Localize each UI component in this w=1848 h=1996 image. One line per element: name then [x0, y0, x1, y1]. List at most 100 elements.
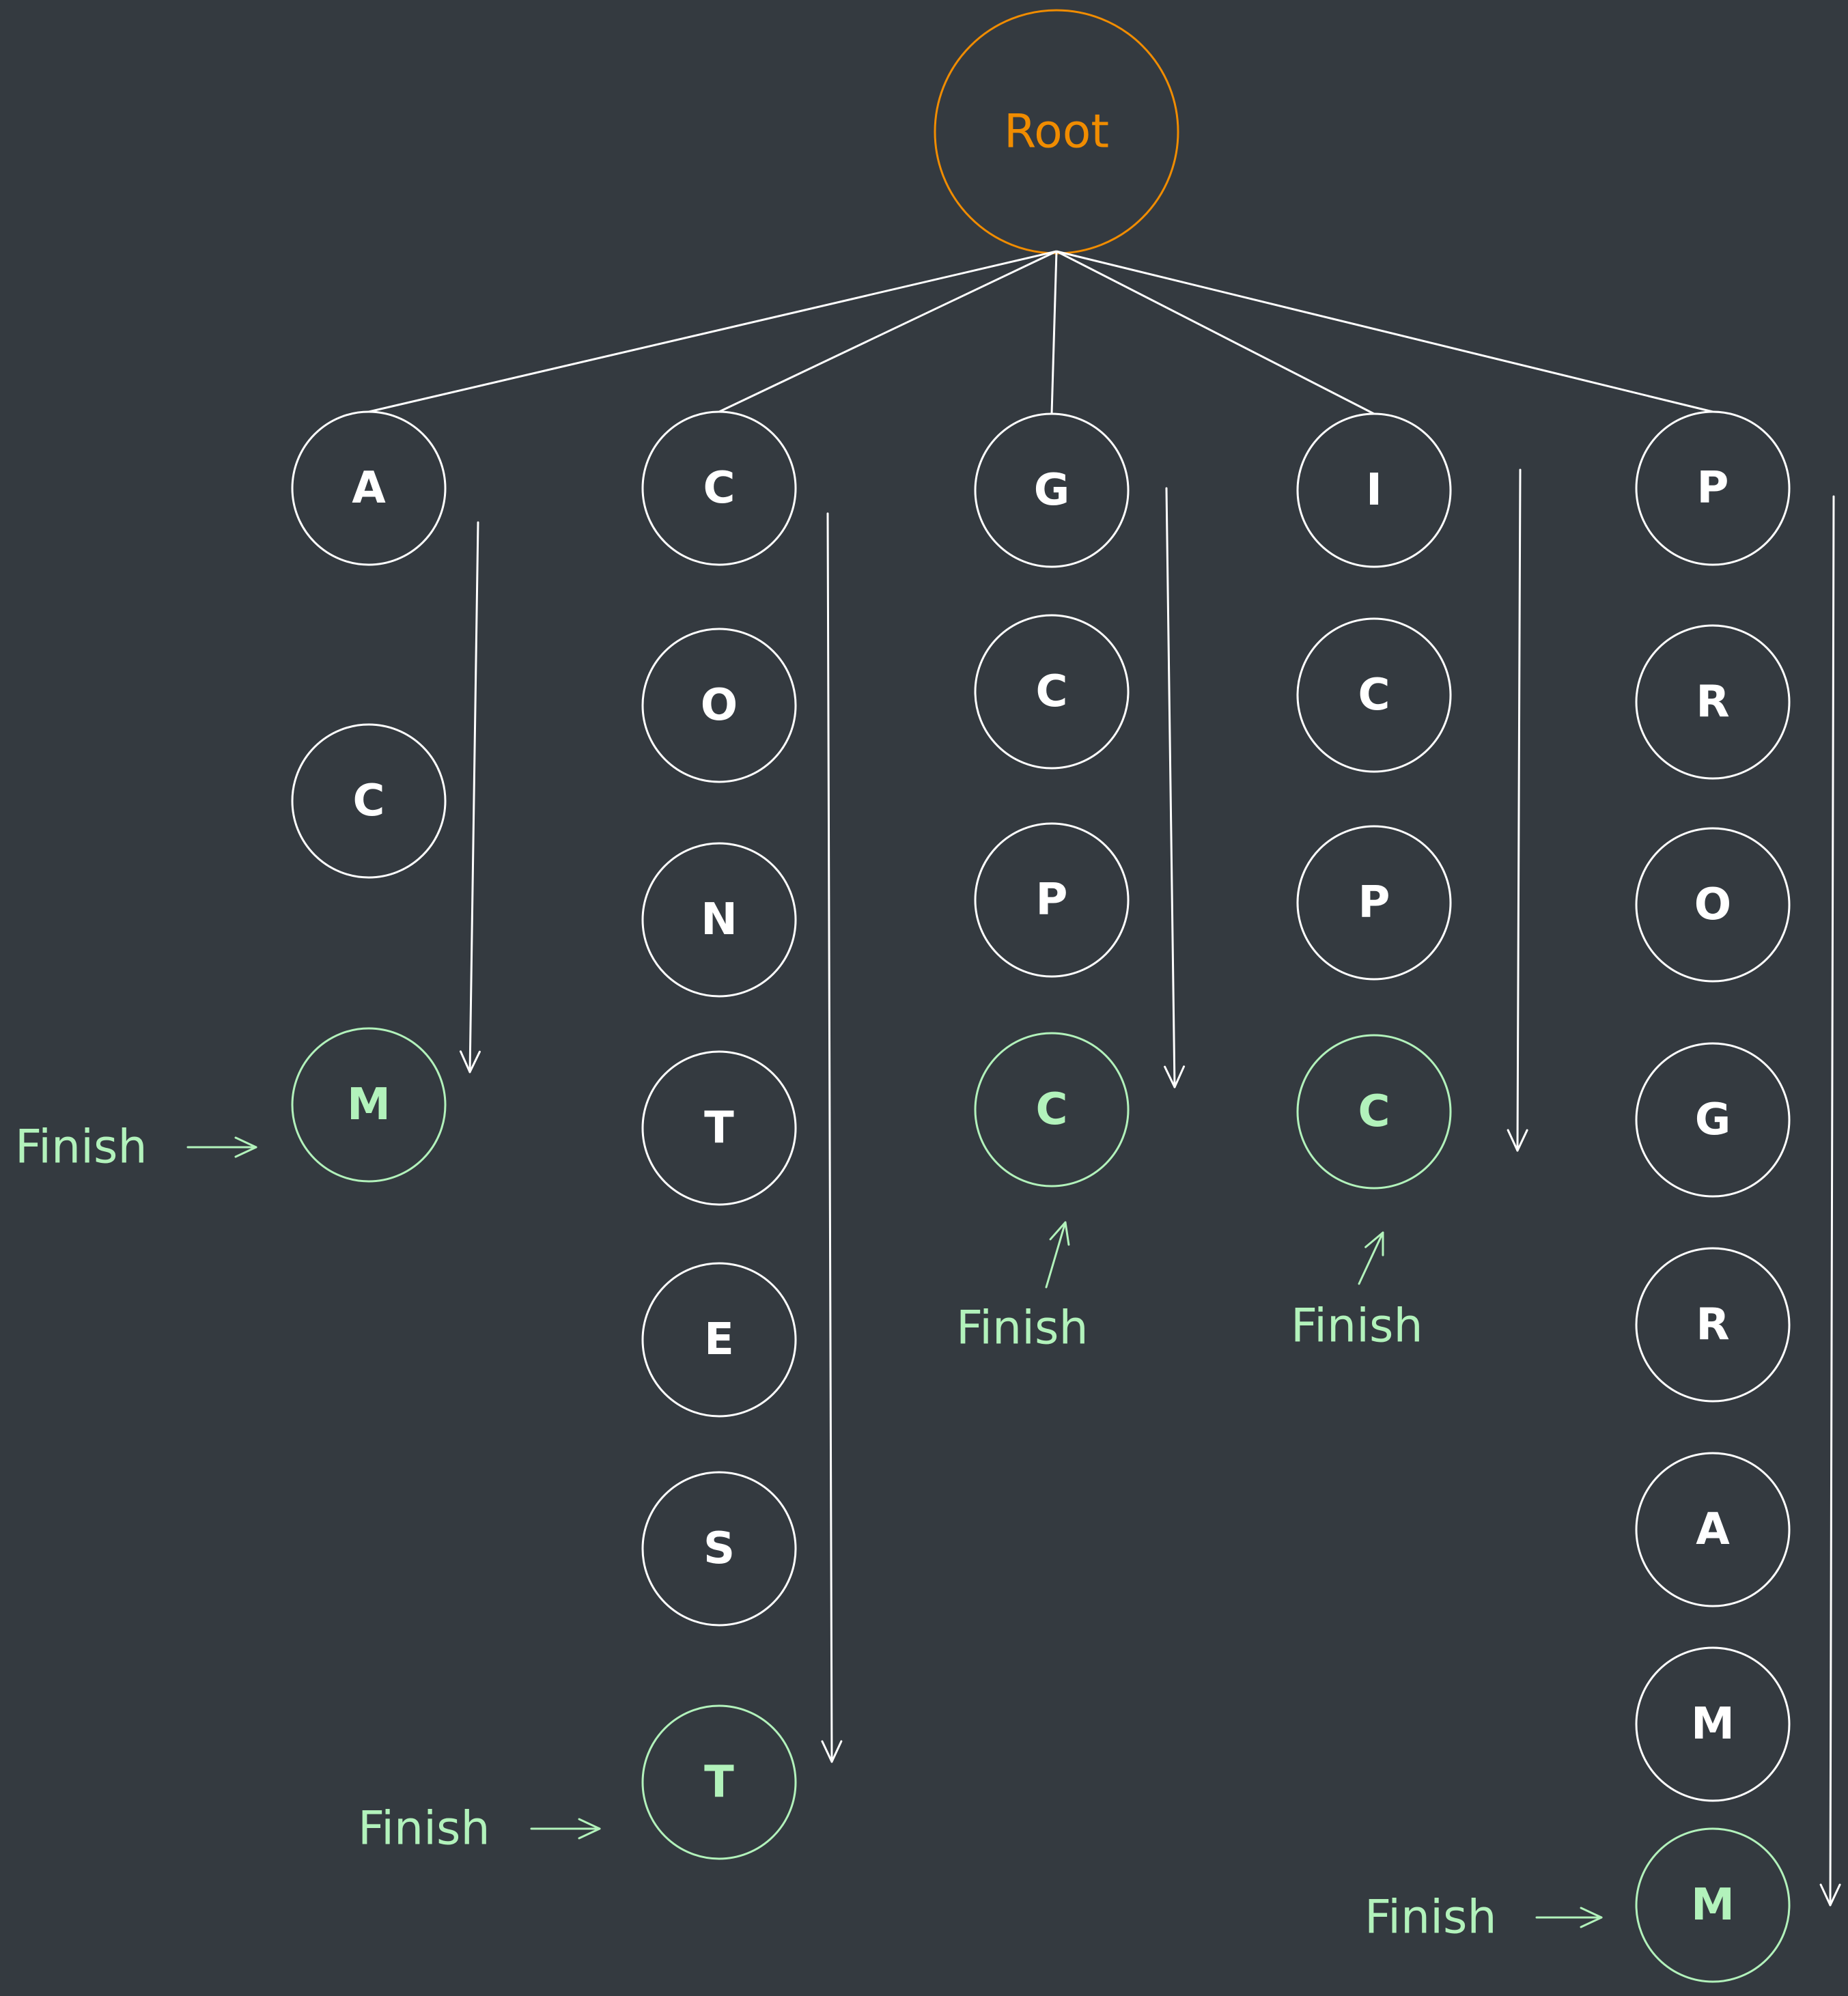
finish-marker: Finish	[358, 1802, 601, 1856]
node-circle	[641, 410, 797, 566]
finish-label: Finish	[15, 1121, 148, 1175]
node-circle	[974, 822, 1130, 978]
node-circle	[1635, 1646, 1791, 1802]
node-circle	[641, 1262, 797, 1418]
node-letter: S	[703, 1523, 735, 1574]
trie-node-t: T	[641, 1704, 797, 1860]
edge-root-to-p	[1056, 250, 1713, 413]
trie-node-a: A	[1635, 1452, 1791, 1607]
root-label: Root	[1004, 105, 1109, 159]
trie-node-r: R	[1635, 1247, 1791, 1403]
node-letter: N	[701, 895, 738, 945]
node-circle	[974, 1032, 1130, 1187]
node-letter: E	[704, 1315, 734, 1365]
finish-arrowhead	[1364, 1231, 1384, 1256]
edge-root-to-g	[1050, 251, 1058, 414]
trie-node-p: P	[1296, 825, 1452, 981]
node-letter: A	[1696, 1504, 1730, 1555]
node-letter: C	[1036, 666, 1068, 717]
node-letter: P	[1036, 875, 1068, 925]
node-circle	[291, 723, 447, 879]
node-circle	[291, 410, 447, 566]
trie-node-m: M	[1635, 1827, 1791, 1983]
finish-label: Finish	[1291, 1299, 1423, 1353]
node-circle	[641, 842, 797, 998]
trie-node-g: G	[974, 412, 1130, 568]
finish-arrowhead	[1580, 1907, 1603, 1928]
trie-node-a: A	[291, 410, 447, 566]
node-letter: T	[704, 1757, 734, 1808]
finish-label: Finish	[358, 1802, 490, 1856]
node-letter: G	[1034, 465, 1070, 516]
node-letter: P	[1697, 463, 1729, 514]
finish-label: Finish	[956, 1302, 1089, 1355]
trie-node-s: S	[641, 1471, 797, 1627]
trie-node-c: C	[291, 723, 447, 879]
node-circle	[1635, 624, 1791, 780]
node-letter: M	[1691, 1699, 1735, 1749]
finish-arrowhead	[234, 1136, 257, 1158]
node-letter: O	[1694, 880, 1731, 930]
node-letter: C	[353, 776, 385, 826]
trie-node-n: N	[641, 842, 797, 998]
node-circle	[1296, 1034, 1452, 1190]
edge-root-to-c	[718, 250, 1057, 413]
edges	[368, 250, 1713, 415]
finish-marker: Finish	[1364, 1891, 1603, 1945]
node-circle	[1635, 410, 1791, 566]
traversal-arrowhead	[459, 1050, 481, 1073]
node-circle	[974, 614, 1130, 770]
trie-node-p: P	[1635, 410, 1791, 566]
trie-node-m: M	[291, 1027, 447, 1183]
traversal-arrowhead	[821, 1740, 843, 1763]
trie-node-p: P	[974, 822, 1130, 978]
node-circle	[974, 412, 1130, 568]
node-letter: G	[1695, 1095, 1731, 1145]
trie-node-m: M	[1635, 1646, 1791, 1802]
trie-node-e: E	[641, 1262, 797, 1418]
node-letter: R	[1696, 677, 1729, 727]
node-circle	[1635, 1452, 1791, 1607]
node-circle	[641, 628, 797, 783]
trie-node-t: T	[641, 1050, 797, 1206]
node-letter: O	[701, 680, 738, 731]
node-circle	[1635, 1042, 1791, 1198]
node-circle	[1296, 825, 1452, 981]
node-circle	[291, 1027, 447, 1183]
finish-arrowhead	[578, 1818, 601, 1840]
node-circle	[641, 1704, 797, 1860]
edge-root-to-a	[368, 250, 1057, 413]
trie-node-o: O	[1635, 827, 1791, 983]
node-letter: C	[703, 463, 736, 514]
traversal-arrow-line	[826, 512, 833, 1763]
trie-node-r: R	[1635, 624, 1791, 780]
finish-marker: Finish	[15, 1121, 257, 1175]
trie-node-c: C	[1296, 1034, 1452, 1190]
traversal-arrow-line	[468, 521, 479, 1073]
trie-node-c: C	[974, 614, 1130, 770]
node-circle	[1296, 617, 1452, 773]
trie-node-c: C	[641, 410, 797, 566]
edge-root-to-i	[1056, 250, 1375, 415]
node-letter: I	[1366, 465, 1382, 516]
node-circle	[1296, 412, 1452, 568]
node-letter: M	[347, 1080, 391, 1130]
finish-arrow-line	[1358, 1231, 1384, 1285]
trie-node-g: G	[1635, 1042, 1791, 1198]
trie-node-i: I	[1296, 412, 1452, 568]
trie-node-c: C	[1296, 617, 1452, 773]
node-circle	[641, 1471, 797, 1627]
node-letter: R	[1696, 1299, 1729, 1350]
traversal-arrow-line	[1165, 487, 1176, 1088]
traversal-arrow-line	[1516, 468, 1522, 1152]
node-letter: T	[704, 1103, 734, 1153]
node-letter: P	[1358, 877, 1390, 928]
traversal-arrows	[459, 468, 1841, 1907]
node-circle	[1635, 1827, 1791, 1983]
finish-arrowhead	[1049, 1221, 1070, 1246]
traversal-arrowhead	[1819, 1883, 1841, 1907]
traversal-arrowhead	[1507, 1129, 1528, 1152]
finish-marker: Finish	[1291, 1231, 1423, 1353]
node-letter: M	[1691, 1880, 1735, 1930]
